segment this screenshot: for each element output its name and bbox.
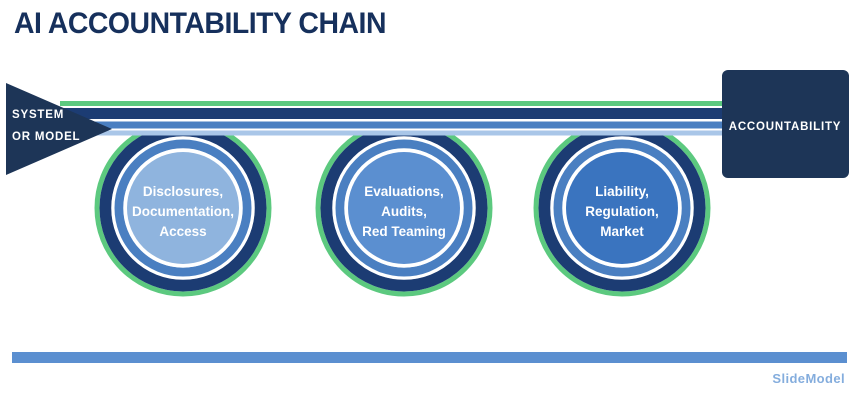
- stage-3-ring-white-gap: [550, 136, 694, 280]
- stage-1-ring-white-inner: [123, 148, 243, 268]
- stage-3-label-line-3: Market: [600, 224, 644, 239]
- end-node-label: ACCOUNTABILITY: [729, 121, 842, 133]
- start-node-label-line-1: SYSTEM: [12, 109, 64, 121]
- stage-3-label-line-2: Regulation,: [585, 204, 659, 219]
- rail-overlay-green: [60, 101, 724, 106]
- stage-2-label-line-2: Audits,: [381, 204, 427, 219]
- start-node-label-line-2: OR MODEL: [12, 131, 80, 143]
- stage-2-node[interactable]: Evaluations, Audits, Red Teaming: [315, 119, 493, 297]
- stage-2-ring-white-inner: [344, 148, 464, 268]
- stage-1-node[interactable]: Disclosures, Documentation, Access: [94, 119, 272, 297]
- stage-1-fill: [127, 152, 239, 264]
- stage-1-label-line-2: Documentation,: [132, 204, 234, 219]
- rail-overlay-gap-2: [60, 128, 724, 131]
- stage-1-ring-blue-mid: [114, 139, 252, 277]
- stage-3-label-line-1: Liability,: [595, 184, 649, 199]
- stage-3-fill: [566, 152, 678, 264]
- watermark-label: SlideModel: [772, 371, 845, 386]
- stage-2-fill: [348, 152, 460, 264]
- stage-1-ring-white-gap: [111, 136, 255, 280]
- stage-2-ring-blue-mid: [335, 139, 473, 277]
- end-node[interactable]: ACCOUNTABILITY: [722, 70, 849, 178]
- stage-3-ring-white-inner: [562, 148, 682, 268]
- rail-overlay-gap: [60, 119, 724, 122]
- stage-2-label-line-3: Red Teaming: [362, 224, 446, 239]
- start-node-arrow-shape: [6, 83, 112, 175]
- rail-overlay-navy: [60, 108, 724, 119]
- stage-1-label-line-3: Access: [159, 224, 206, 239]
- end-node-box: [722, 70, 849, 178]
- stage-2-label-line-1: Evaluations,: [364, 184, 444, 199]
- stage-2-ring-white-gap: [332, 136, 476, 280]
- rail-overlay-blue-light: [60, 130, 724, 136]
- rail-overlay-blue-mid: [60, 121, 724, 129]
- stage-1-label-line-1: Disclosures,: [143, 184, 223, 199]
- stage-3-node[interactable]: Liability, Regulation, Market: [533, 119, 711, 297]
- stage-3-ring-blue-mid: [553, 139, 691, 277]
- page-title: AI ACCOUNTABILITY CHAIN: [14, 7, 386, 40]
- connector-rails-overlay: [60, 101, 724, 136]
- start-node[interactable]: SYSTEM OR MODEL: [6, 83, 112, 175]
- footer-bar: [12, 352, 847, 363]
